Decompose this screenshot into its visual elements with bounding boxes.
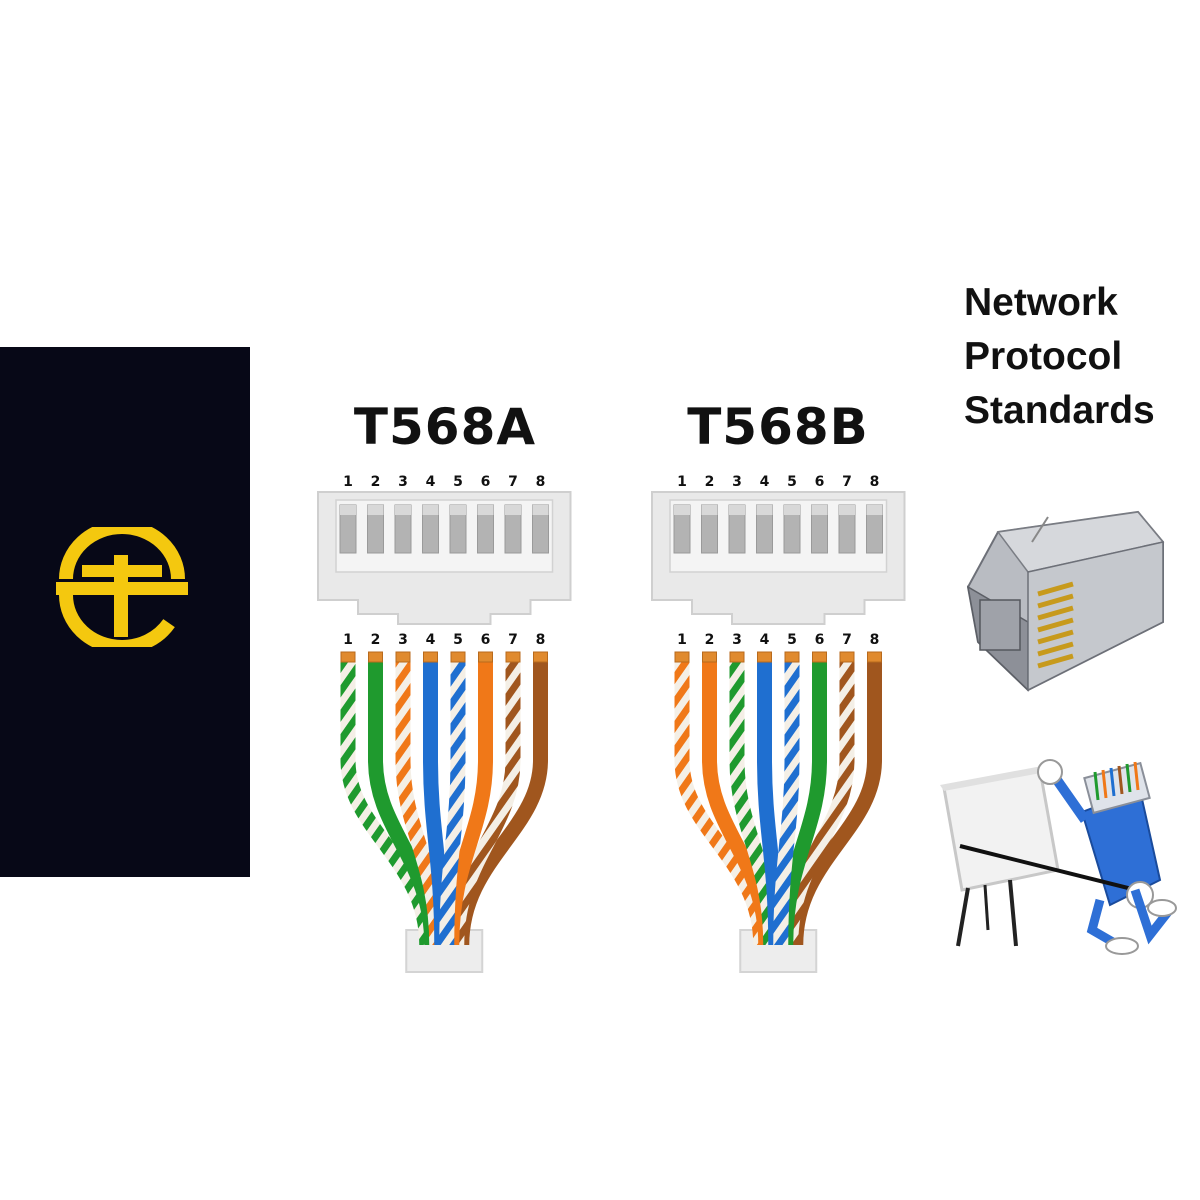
- headline: Network Protocol Standards: [964, 276, 1200, 438]
- wire-copper-tip: [478, 651, 493, 663]
- wire-copper-tip: [757, 651, 772, 663]
- pin-number-top: 2: [705, 474, 715, 490]
- wire-copper-tip: [867, 651, 882, 663]
- jack-contact-top: [477, 505, 494, 515]
- pin-number-bottom: 6: [815, 632, 825, 648]
- pin-number-bottom: 3: [398, 632, 408, 648]
- pin-number-top: 5: [453, 474, 463, 490]
- pin-number-top: 8: [536, 474, 546, 490]
- pin-number-top: 6: [481, 474, 491, 490]
- pin-number-top: 3: [398, 474, 408, 490]
- wire-blue-white: [773, 660, 800, 946]
- connector-diagram-t568b: 1 1 2 2 3 3 4 4 5 5 6 6 7 7 8 8: [651, 474, 906, 973]
- pin-number-bottom: 7: [842, 632, 852, 648]
- pin-number-top: 4: [426, 474, 436, 490]
- wire-copper-tip: [340, 651, 356, 663]
- jack-contact-top: [674, 505, 690, 515]
- wire-copper-tip: [395, 651, 411, 663]
- pin-number-top: 2: [371, 474, 381, 490]
- wire-copper-tip: [368, 651, 383, 663]
- jack-contact-top: [532, 505, 549, 515]
- jack-contact-top: [756, 505, 773, 515]
- wire-copper-tip: [423, 651, 438, 663]
- wire-copper-tip: [450, 651, 466, 663]
- pin-number-bottom: 4: [426, 632, 436, 648]
- jack-contact-top: [701, 505, 718, 515]
- pin-number-bottom: 4: [760, 632, 770, 648]
- pin-number-top: 7: [842, 474, 852, 490]
- jack-contact-top: [505, 505, 521, 515]
- pin-number-top: 1: [677, 474, 687, 490]
- wire-copper-tip: [784, 651, 800, 663]
- pin-number-bottom: 1: [343, 632, 353, 648]
- jack-contact-top: [422, 505, 439, 515]
- pin-number-bottom: 6: [481, 632, 491, 648]
- pin-number-bottom: 8: [536, 632, 546, 648]
- t568a-title: T568A: [353, 398, 537, 456]
- pin-number-top: 1: [343, 474, 353, 490]
- headline-line: Standards: [964, 389, 1155, 432]
- wire-copper-tip: [702, 651, 717, 663]
- wire-copper-tip: [812, 651, 827, 663]
- logo-icon: [56, 527, 188, 647]
- pin-number-bottom: 5: [787, 632, 797, 648]
- pin-number-bottom: 3: [732, 632, 742, 648]
- pin-number-bottom: 7: [508, 632, 518, 648]
- pin-number-top: 5: [787, 474, 797, 490]
- pin-number-bottom: 8: [870, 632, 880, 648]
- wire-copper-tip: [674, 651, 690, 663]
- jack-contact-top: [784, 505, 800, 515]
- pin-number-bottom: 2: [705, 632, 715, 648]
- connector-diagram-t568a: 1 1 2 2 3 3 4 4 5 5 6 6 7 7 8 8: [317, 474, 572, 973]
- pin-number-bottom: 5: [453, 632, 463, 648]
- jack-contact-top: [839, 505, 855, 515]
- jack-contact-top: [450, 505, 466, 515]
- jack-contact-top: [811, 505, 828, 515]
- headline-line: Protocol: [964, 335, 1123, 378]
- jack-contact-top: [340, 505, 356, 515]
- pin-number-bottom: 2: [371, 632, 381, 648]
- jack-contact-top: [729, 505, 745, 515]
- pin-number-bottom: 1: [677, 632, 687, 648]
- wire-blue-white: [439, 660, 466, 946]
- jack-contact-top: [395, 505, 411, 515]
- wire-copper-tip: [729, 651, 745, 663]
- pin-number-top: 3: [732, 474, 742, 490]
- pin-number-top: 7: [508, 474, 518, 490]
- wire-copper-tip: [533, 651, 548, 663]
- pin-number-top: 4: [760, 474, 770, 490]
- wire-copper-tip: [839, 651, 855, 663]
- jack-contact-top: [866, 505, 883, 515]
- headline-line: Network: [964, 281, 1118, 324]
- logo-panel: [0, 347, 250, 877]
- pin-number-top: 8: [870, 474, 880, 490]
- t568b-title: T568B: [687, 398, 869, 456]
- jack-contact-top: [367, 505, 384, 515]
- pin-number-top: 6: [815, 474, 825, 490]
- wire-copper-tip: [505, 651, 521, 663]
